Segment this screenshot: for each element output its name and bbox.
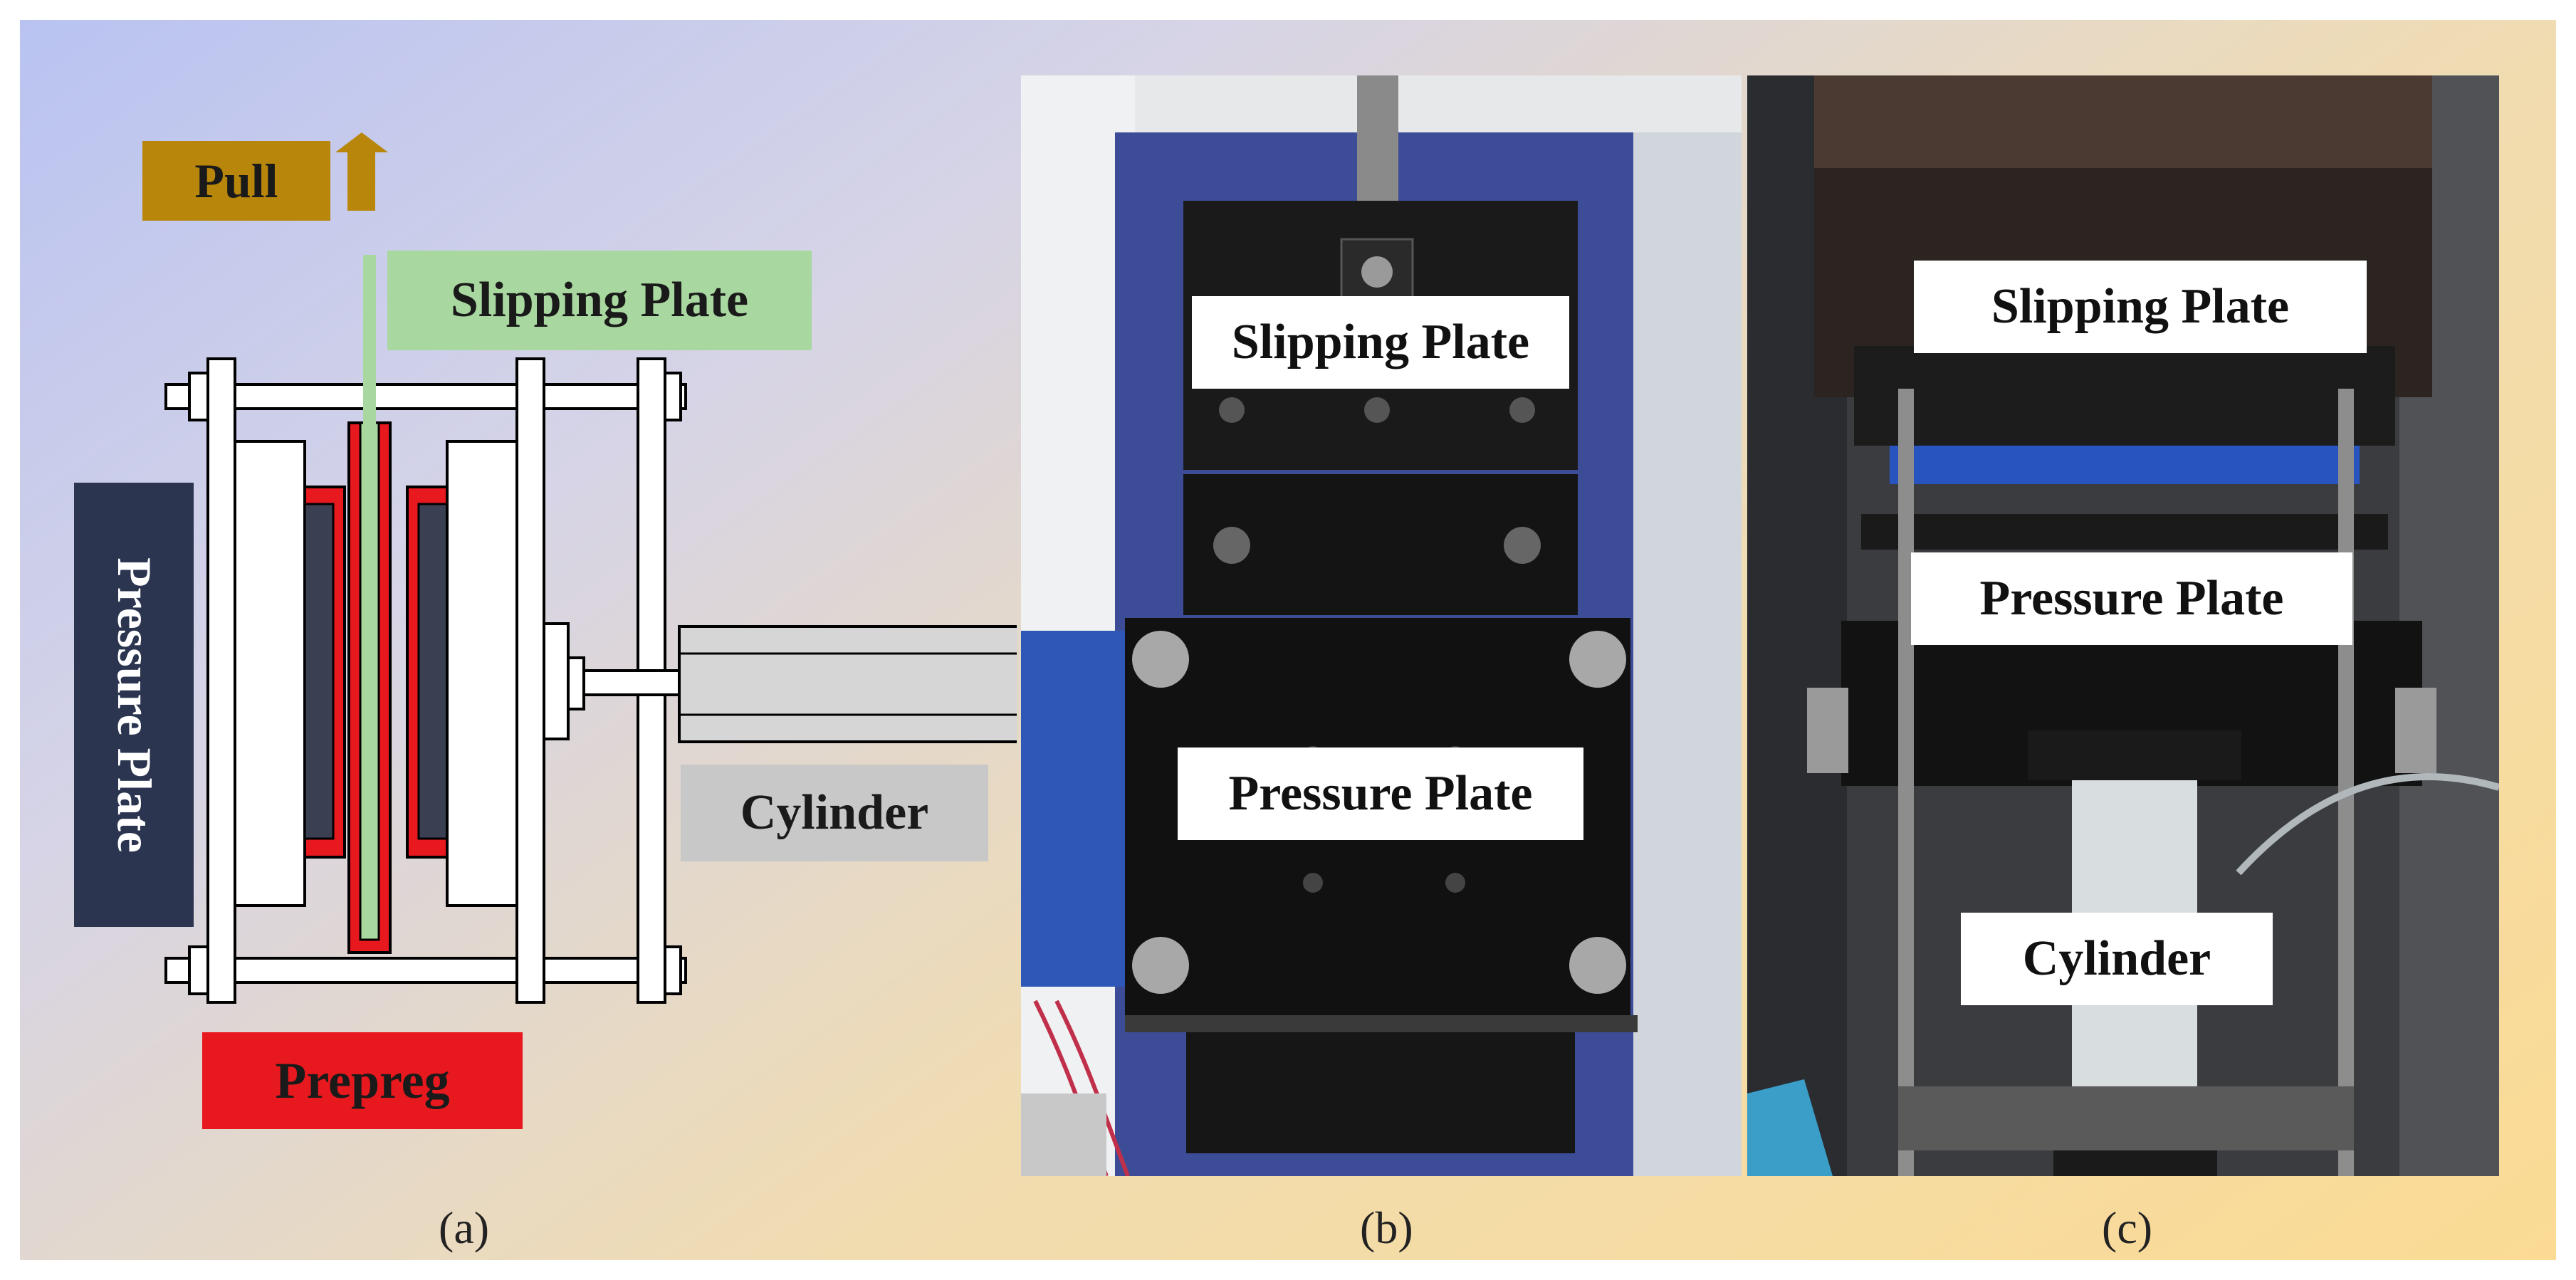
left-frame-plate	[206, 357, 236, 1004]
photo-b: Slipping Plate Pressure Plate	[1021, 75, 1742, 1176]
right-pressure-block	[446, 440, 518, 907]
caption-b: (b)	[1360, 1202, 1413, 1253]
left-pressure-block	[234, 440, 306, 907]
photo-c-pressure-plate-label: Pressure Plate	[1911, 552, 2352, 645]
slipping-plate-rod	[363, 255, 376, 426]
lower-tie-rod	[164, 957, 687, 984]
caption-c: (c)	[2102, 1202, 2153, 1253]
pull-arrow-icon	[335, 132, 388, 211]
upper-tie-rod	[164, 383, 687, 410]
moving-plate	[515, 357, 545, 1004]
figure: Pull Slipping Plate Pressure Plate Cylin…	[20, 20, 2556, 1260]
photo-b-slipping-plate-label: Slipping Plate	[1192, 296, 1569, 389]
photo-b-drawing	[1021, 75, 1742, 1176]
left-core-plate	[303, 503, 335, 840]
photo-c-slipping-plate-label: Slipping Plate	[1914, 261, 2367, 353]
piston-rod	[582, 669, 684, 696]
pressure-plate-label: Pressure Plate	[74, 483, 194, 927]
photo-c-cylinder-label: Cylinder	[1961, 913, 2273, 1005]
pressure-plate-label-text: Pressure Plate	[107, 557, 162, 853]
pull-label: Pull	[142, 141, 330, 221]
caption-a: (a)	[439, 1202, 490, 1253]
photo-c: Slipping Plate Pressure Plate Cylinder	[1747, 75, 2499, 1176]
photo-c-drawing	[1747, 75, 2499, 1176]
right-core-plate	[417, 503, 449, 840]
cylinder-body	[678, 625, 1017, 743]
schematic-diagram	[164, 132, 1017, 1004]
photo-b-pressure-plate-label: Pressure Plate	[1178, 747, 1583, 840]
slipping-plate-core	[359, 421, 380, 941]
cylinder-label: Cylinder	[681, 765, 988, 861]
piston-head	[543, 622, 570, 740]
prepreg-label: Prepreg	[202, 1032, 523, 1129]
lower-rod-cap-left	[188, 945, 209, 995]
slipping-plate-label: Slipping Plate	[387, 251, 812, 350]
piston-collar	[567, 656, 585, 710]
upper-rod-cap-left	[188, 372, 209, 421]
